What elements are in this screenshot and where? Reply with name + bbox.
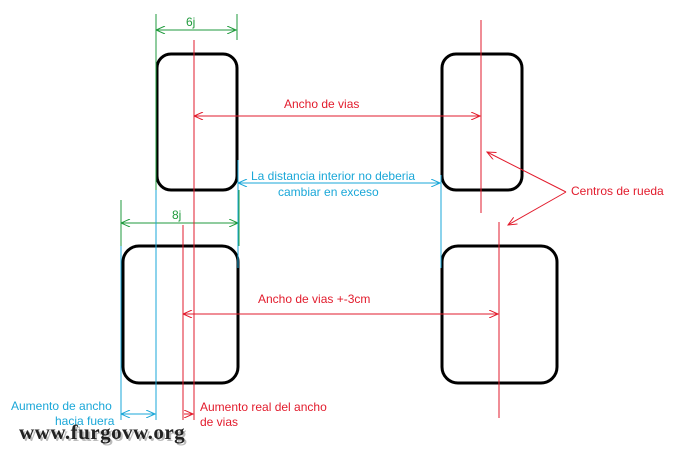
label-6j: 6j: [186, 15, 195, 29]
label-distancia-interior-1: La distancia interior no deberia: [251, 169, 415, 183]
label-aumento-fuera-1: Aumento de ancho: [11, 399, 112, 413]
pointer-centro-top: [487, 152, 567, 193]
pointer-centro-bottom: [508, 191, 567, 225]
label-centros-rueda: Centros de rueda: [571, 184, 664, 198]
watermark: www.furgovw.org: [19, 420, 185, 444]
label-ancho-vias: Ancho de vias: [284, 97, 359, 111]
wheel-front-left: [155, 52, 239, 192]
label-ancho-vias-3cm: Ancho de vias +-3cm: [258, 292, 370, 306]
label-distancia-interior-2: cambiar en exceso: [278, 185, 379, 199]
watermark-shadow: www.furgovw.org: [21, 422, 187, 446]
label-8j: 8j: [172, 208, 181, 222]
label-aumento-real-2: de vias: [200, 415, 238, 429]
wheel-front-right: [440, 52, 524, 192]
label-aumento-fuera-2: hacia fuera: [55, 414, 115, 428]
label-aumento-real-1: Aumento real del ancho: [200, 400, 327, 414]
